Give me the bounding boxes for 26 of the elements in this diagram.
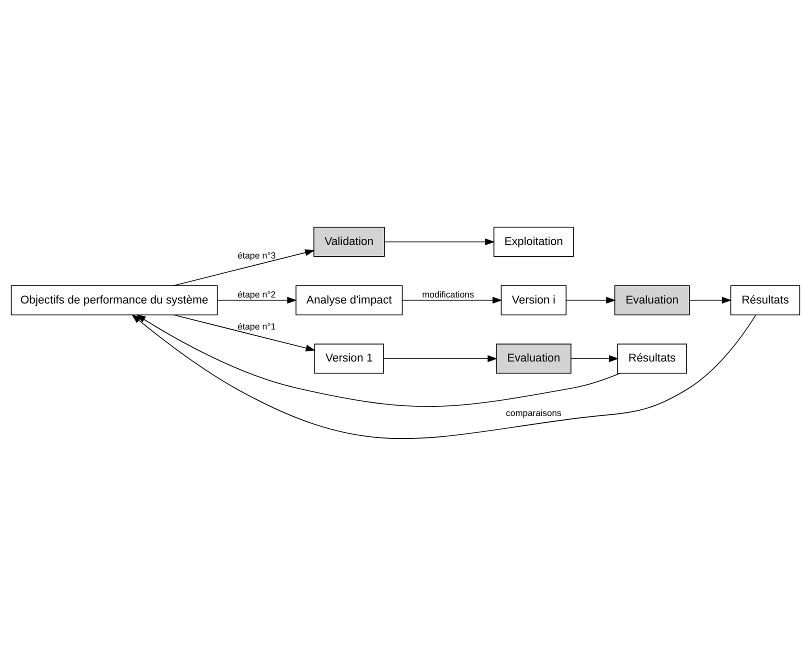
arrow [402,296,502,304]
arrow [384,238,495,245]
arrow [383,354,498,362]
arrow [216,296,297,304]
edge-label: étape n°2 [238,289,276,300]
arrow [173,314,316,351]
node-box: Exploitation [494,226,574,256]
node-box: Evaluation [614,284,690,315]
node-box: Analyse d'impact [296,284,403,315]
arrow [689,296,732,304]
node-box: Evaluation [496,343,572,374]
node-box: Version 1 [314,343,384,374]
edge-label: modifications [422,289,474,300]
arrow [136,314,620,406]
edge-label: étape n°3 [238,250,276,260]
node-box: Résultats [730,284,800,315]
node-box: Résultats [617,343,687,374]
arrow [570,354,619,362]
node-box: Version i [500,284,567,315]
arrow [131,314,756,438]
edge-label: étape n°1 [238,320,276,331]
edge-label: comparaisons [506,408,562,418]
arrow [173,248,315,286]
node-box: Objectifs de performance du système [10,284,218,315]
node-box: Validation [313,226,385,256]
arrow [566,296,616,304]
